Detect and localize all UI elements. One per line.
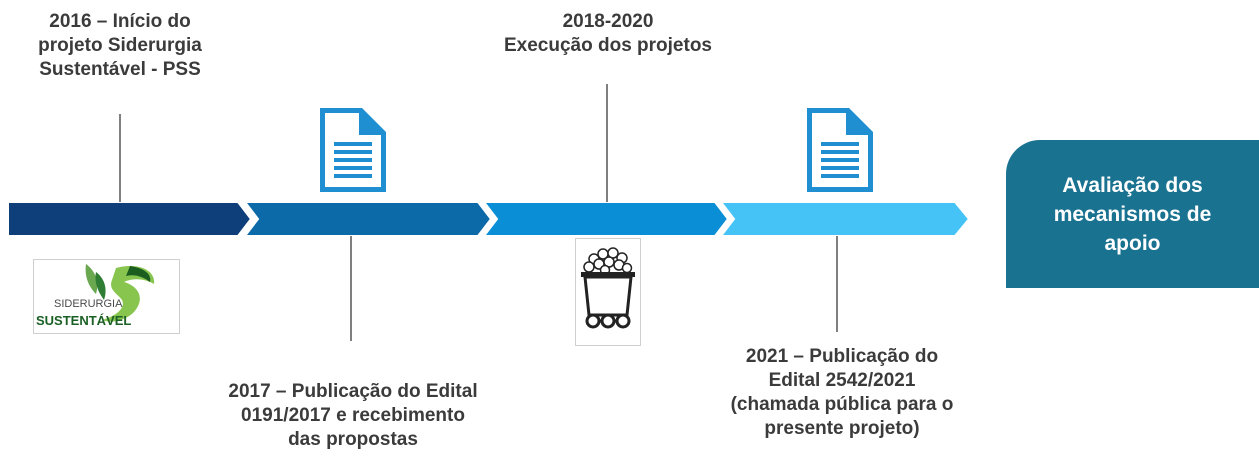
event-label-line: Execução dos projetos [503,35,712,56]
document-icon [320,108,386,192]
event-label-2021: 2021 – Publicação do Edital 2542/2021 (c… [712,345,972,441]
event-label-line: presente projeto) [764,418,920,439]
event-label-line: (chamada pública para o [730,394,954,415]
event-label-2017: 2017 – Publicação do Edital 0191/2017 e … [205,380,501,452]
mine-cart-icon [581,247,635,329]
timeline-bar [7,201,971,237]
connector-2017 [350,236,352,341]
event-label-line: 2018-2020 [562,11,654,32]
event-label-line: projeto Siderurgia [38,35,202,56]
timeline-segment-2016 [7,201,253,237]
document-icon [807,108,873,192]
mine-cart-box [575,238,641,346]
connector-2018-2020 [606,84,608,202]
card-line: mecanismos de [1053,202,1212,226]
event-label-2016: 2016 – Início do projeto Siderurgia Sust… [28,10,212,82]
event-label-line: 0191/2017 e recebimento [241,405,465,426]
timeline-segment-2018-2020 [481,201,730,237]
connector-2016 [119,114,121,202]
event-label-line: Edital 2542/2021 [768,370,916,391]
logo-text-sustentavel: SUSTENTÁVEL [36,313,132,328]
leaf-logo-icon [85,264,155,322]
timeline-segment-2021 [718,201,971,237]
event-label-line: 2021 – Publicação do [745,346,939,367]
timeline-segment-2017 [242,201,493,237]
event-label-line: 2017 – Publicação do Edital [228,381,478,402]
event-label-line: 2016 – Início do [49,11,191,32]
logo-text-siderurgia: SIDERURGIA [54,298,123,310]
siderurgia-logo: SIDERURGIA SUSTENTÁVEL [33,259,180,334]
event-label-line: das propostas [288,429,418,450]
card-line: apoio [1104,231,1161,255]
evaluation-card: Avaliação dos mecanismos de apoio [1006,140,1259,288]
evaluation-card-text: Avaliação dos mecanismos de apoio [1054,171,1212,258]
connector-2021 [836,236,838,332]
event-label-line: Sustentável - PSS [39,59,201,80]
card-line: Avaliação dos [1062,173,1203,197]
event-label-2018-2020: 2018-2020 Execução dos projetos [486,10,730,58]
